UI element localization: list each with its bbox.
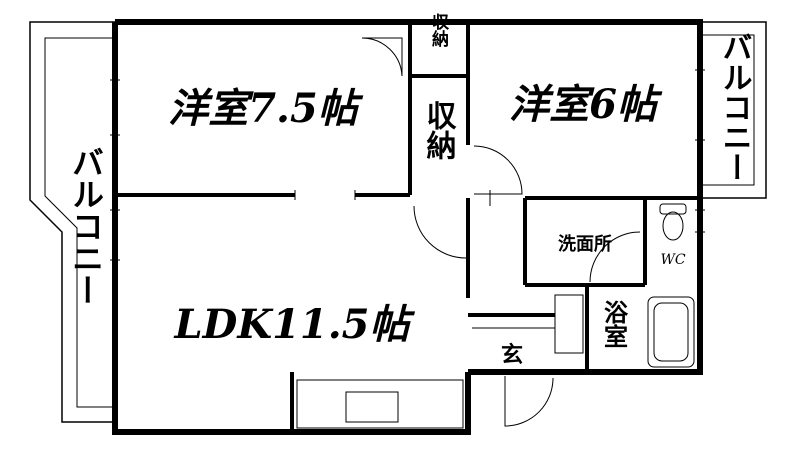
- room-label-bathroom: 浴室: [600, 300, 629, 348]
- balcony-label-left: バルコニー: [67, 146, 105, 306]
- interior-walls: [115, 22, 700, 432]
- room-label-entrance: 玄: [501, 342, 523, 368]
- room-label-washroom: 洗面所: [558, 233, 612, 255]
- kitchen-sink: [345, 391, 399, 423]
- left-balcony: [29, 21, 115, 423]
- door-swing-washroom: [589, 231, 641, 283]
- balcony-label-right: バルコニー: [717, 32, 752, 182]
- room-label-western-1: 洋室7.5帖: [168, 85, 364, 132]
- right-balcony: [700, 21, 767, 199]
- kitchen-counter: [296, 379, 464, 429]
- door-swing-closet: [473, 145, 523, 195]
- fixtures: [110, 37, 705, 429]
- shoe-cabinet: [554, 294, 584, 354]
- room-label-western-2: 洋室6帖: [509, 81, 663, 128]
- room-label-wc: WC: [660, 252, 685, 268]
- door-swing-entrance: [504, 376, 554, 427]
- door-swing-ldk: [413, 205, 467, 259]
- bathtub: [647, 296, 695, 368]
- door-swing-bedroom-1: [361, 37, 403, 77]
- storage-label-large: 収納: [421, 100, 457, 160]
- storage-label-small: 収納: [428, 13, 449, 48]
- toilet-tank: [659, 203, 687, 215]
- room-label-ldk: LDK11.5帖: [174, 301, 416, 348]
- toilet-bowl: [662, 211, 684, 241]
